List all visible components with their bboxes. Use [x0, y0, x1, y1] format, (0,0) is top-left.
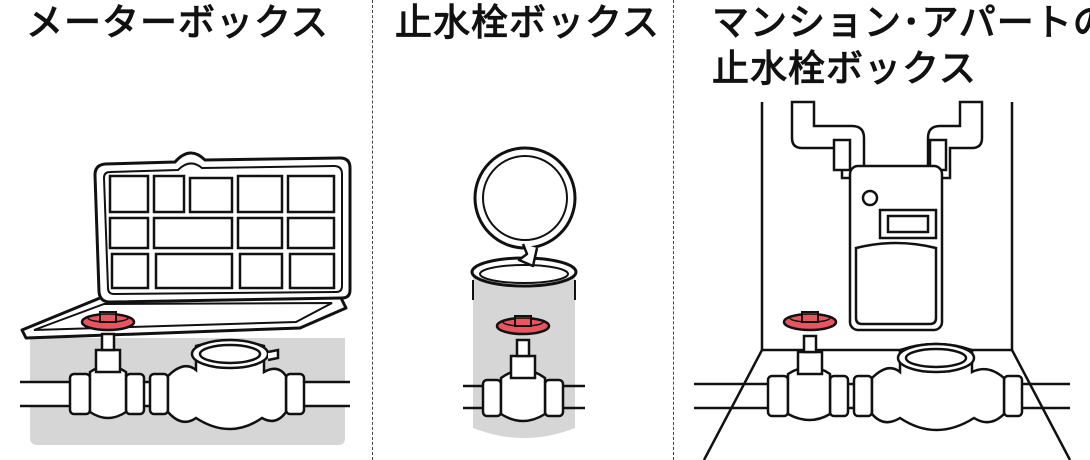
divider-2 — [673, 0, 674, 460]
panel-apartment-stopcock-box: マンション･アパートの 止水栓ボックス — [674, 0, 1090, 460]
meter-box-illustration — [20, 151, 352, 445]
apartment-stopcock-box-illustration — [694, 100, 1072, 460]
lid — [93, 151, 352, 304]
valve-handle — [495, 315, 551, 336]
panel-title-meter-box: メーターボックス — [26, 1, 329, 44]
divider-1 — [372, 0, 373, 460]
lid — [473, 146, 577, 268]
valve-handle — [782, 311, 838, 332]
valve-handle — [80, 311, 136, 332]
stopcock-box-illustration — [463, 146, 585, 438]
panel-stopcock-box: 止水栓ボックス — [373, 0, 673, 460]
panel-title-apartment-line-2: 止水栓ボックス — [712, 47, 977, 90]
panel-meter-box: メーターボックス — [0, 0, 372, 460]
panel-title-stopcock-box: 止水栓ボックス — [395, 1, 660, 44]
panel-title-apartment-line-1: マンション･アパートの — [712, 1, 1090, 44]
